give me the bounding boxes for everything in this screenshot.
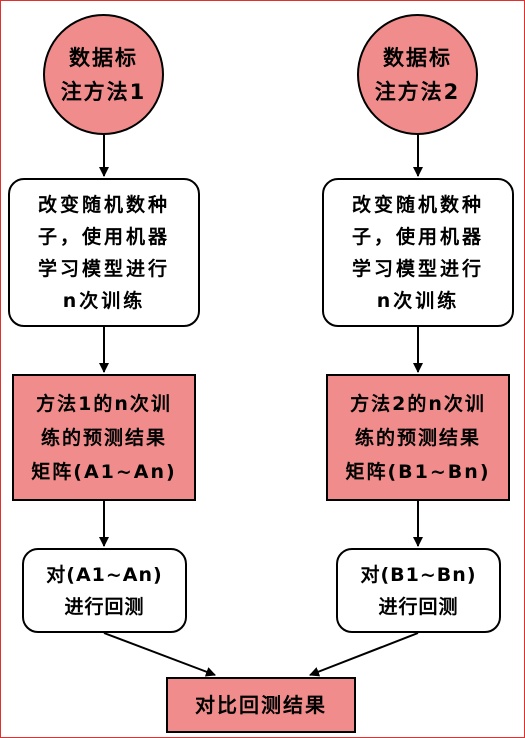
node-left-method: 数据标 注方法1 [43,14,164,135]
node-right-train-line-1: 改变随机数种 [351,193,484,216]
node-left-train-line-4: n次训练 [62,289,146,312]
node-left-backtest-line-1: 对(A1~An) [46,563,163,586]
node-right-backtest: 对(B1~Bn) 进行回测 [336,548,501,633]
node-right-method-line-1: 数据标 [383,45,452,70]
node-left-matrix-line-3: 矩阵(A1~An) [31,460,177,483]
node-left-method-line-2: 注方法1 [60,79,147,104]
node-left-train-line-3: 学习模型进行 [37,257,170,280]
node-right-train: 改变随机数种 子，使用机器 学习模型进行 n次训练 [322,178,514,327]
node-right-matrix: 方法2的n次训 练的预测结果 矩阵(B1~Bn) [326,374,510,501]
node-right-matrix-line-3: 矩阵(B1~Bn) [345,460,491,483]
node-right-method: 数据标 注方法2 [357,14,478,135]
node-right-train-line-2: 子，使用机器 [351,225,484,248]
node-left-train-line-1: 改变随机数种 [37,193,170,216]
node-left-backtest: 对(A1~An) 进行回测 [22,548,187,633]
node-right-backtest-line-1: 对(B1~Bn) [360,563,477,586]
node-left-train-line-2: 子，使用机器 [37,225,170,248]
node-left-matrix-line-1: 方法1的n次训 [36,392,172,415]
node-right-method-line-2: 注方法2 [374,79,461,104]
node-right-train-line-4: n次训练 [376,289,460,312]
node-left-train: 改变随机数种 子，使用机器 学习模型进行 n次训练 [8,178,200,327]
arrow-left-backtest-to-compare [103,632,216,677]
node-right-matrix-line-1: 方法2的n次训 [350,392,486,415]
node-compare: 对比回测结果 [166,677,356,733]
node-right-matrix-line-2: 练的预测结果 [354,426,481,449]
node-right-backtest-line-2: 进行回测 [378,595,459,618]
node-left-matrix: 方法1的n次训 练的预测结果 矩阵(A1~An) [12,374,196,501]
node-left-backtest-line-2: 进行回测 [64,595,145,618]
node-right-train-line-3: 学习模型进行 [351,257,484,280]
node-left-matrix-line-2: 练的预测结果 [40,426,167,449]
node-compare-label: 对比回测结果 [195,693,327,717]
node-left-method-line-1: 数据标 [69,45,138,70]
arrow-right-backtest-to-compare [309,632,419,677]
